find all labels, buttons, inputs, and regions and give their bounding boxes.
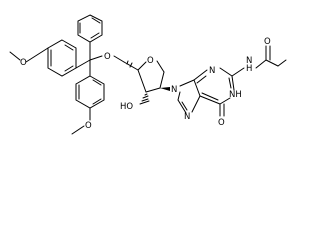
atom-n7: N	[184, 112, 190, 122]
atom-o-ring: O	[147, 56, 154, 66]
wedge-bond-n9	[160, 87, 170, 91]
atom-h-amide: H	[246, 64, 252, 74]
propionamide	[255, 45, 287, 69]
phenyl-ring-top	[77, 14, 103, 43]
anisyl-ring-left	[47, 39, 77, 77]
bond-ome-bottom-methyl	[71, 125, 85, 135]
trityl-group	[9, 14, 105, 135]
bond-ome-top-ring	[25, 47, 49, 63]
atom-n3: N	[209, 66, 215, 76]
anisyl-ring-bottom	[75, 75, 105, 109]
atom-o-ome-top: O	[20, 58, 27, 68]
hash-bond-oh	[139, 93, 150, 105]
purine-base	[177, 67, 245, 117]
atom-o-ome-bottom: O	[85, 121, 92, 131]
atom-ho: HO	[120, 102, 133, 112]
atom-o6: O	[218, 118, 225, 128]
bond-trityl-left	[75, 59, 91, 69]
bond-ome-top-methyl	[9, 51, 21, 61]
sugar-ring	[123, 60, 170, 105]
bond-ether-ch2	[113, 55, 125, 63]
atom-o-amide: O	[264, 37, 271, 47]
atom-n9: N	[171, 85, 177, 95]
atom-n1: NH	[229, 90, 242, 100]
bond-trityl-ether	[89, 55, 103, 61]
atom-n-amide: N	[246, 56, 252, 66]
hash-bond-ch2	[126, 60, 133, 68]
molecule-structure: O O O HO O N N N NH O N H O	[9, 14, 287, 135]
atom-o-ether: O	[104, 52, 111, 62]
